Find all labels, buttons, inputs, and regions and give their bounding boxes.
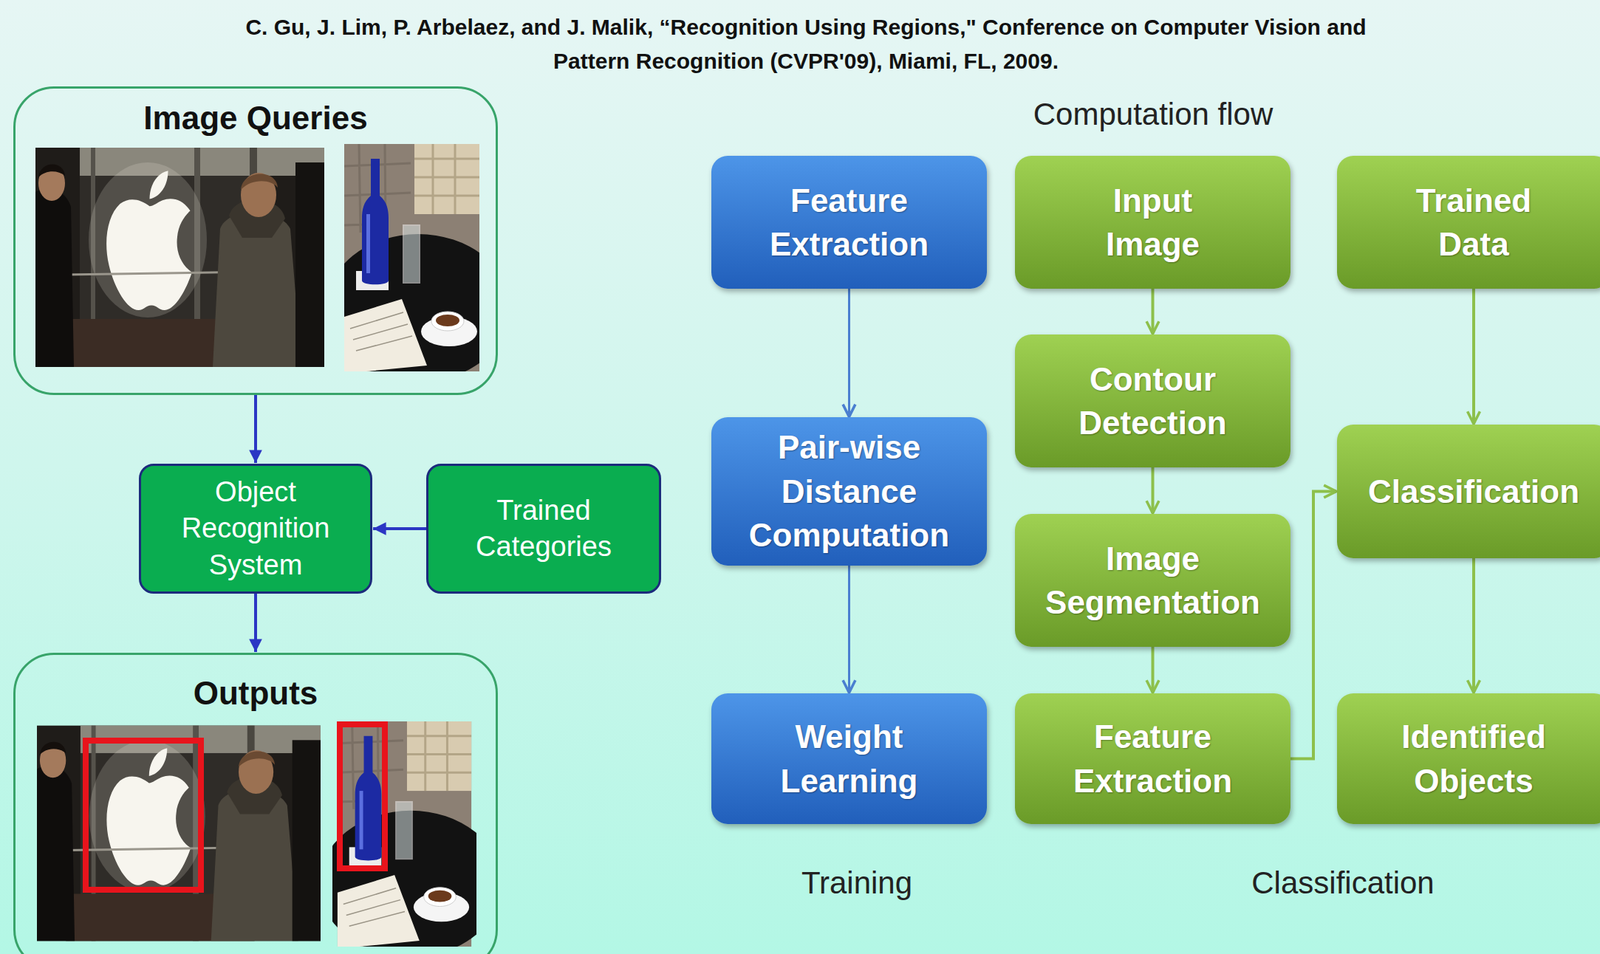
flow-arrow <box>848 565 851 693</box>
query-photo <box>325 144 511 382</box>
process-box: Weight Learning <box>711 693 987 825</box>
output-box: Identified Objects <box>1337 693 1600 825</box>
process-box: Classification <box>1337 424 1600 559</box>
detection-box <box>85 740 201 891</box>
flow-arrow <box>1472 288 1476 425</box>
flow-arrow <box>848 288 851 417</box>
group-panel: Outputs <box>13 653 498 954</box>
column-caption: Classification <box>1251 865 1434 902</box>
node-label: Trained Data <box>1385 178 1563 267</box>
process-box: Pair-wise Distance Computation <box>711 417 987 566</box>
node-label: Input Image <box>1064 178 1242 267</box>
node-label: Feature Extraction <box>727 178 972 267</box>
process-box: Feature Extraction <box>711 155 987 289</box>
output-photo <box>36 726 321 942</box>
process-box: Feature Extraction <box>1014 693 1291 825</box>
node-label: Identified Objects <box>1351 715 1596 803</box>
node-label: Weight Learning <box>760 715 939 803</box>
node-label: Contour Detection <box>1031 357 1275 446</box>
node-label: Classification <box>1368 469 1580 514</box>
column-caption: Training <box>801 865 913 902</box>
node-label: Outputs <box>193 674 319 714</box>
flow-arrow <box>1472 558 1476 693</box>
node-label: Object Recognition System <box>152 474 360 584</box>
process-box: Image Segmentation <box>1014 514 1291 648</box>
flow-arrow <box>1290 491 1337 760</box>
flow-arrow <box>1151 288 1155 334</box>
flow-arrow <box>1151 467 1155 514</box>
process-box: Input Image <box>1014 155 1291 289</box>
flow-arrow <box>1151 647 1155 693</box>
node-label: Image Queries <box>143 98 368 139</box>
system-box: Object Recognition System <box>138 463 373 594</box>
output-photo <box>319 721 503 954</box>
node-label: Image Segmentation <box>1031 537 1275 625</box>
flow-arrow <box>254 395 258 464</box>
flow-arrow <box>254 593 258 653</box>
node-label: Pair-wise Distance Computation <box>727 425 972 557</box>
data-box: Trained Categories <box>426 463 662 594</box>
diagram-title: C. Gu, J. Lim, P. Arbelaez, and J. Malik… <box>214 10 1397 79</box>
query-photo <box>35 147 325 368</box>
section-heading: Computation flow <box>1033 96 1274 133</box>
process-box: Contour Detection <box>1014 334 1291 468</box>
detection-box <box>339 724 385 869</box>
data-box: Trained Data <box>1337 155 1600 289</box>
node-label: Feature Extraction <box>1031 715 1275 803</box>
node-label: Trained Categories <box>440 492 648 566</box>
flow-arrow <box>373 527 427 531</box>
group-panel: Image Queries <box>13 86 498 396</box>
